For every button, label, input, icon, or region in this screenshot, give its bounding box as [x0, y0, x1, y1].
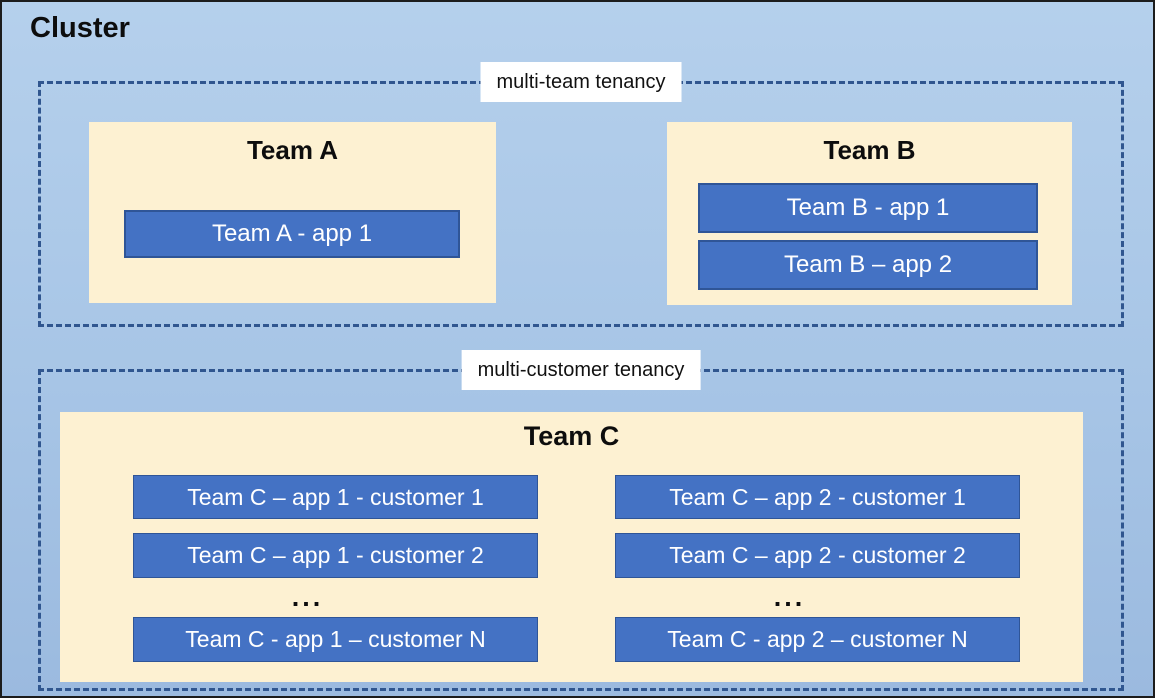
team-c-box: Team C Team C – app 1 - customer 1 Team …: [60, 412, 1083, 682]
multi-customer-tenancy-zone: multi-customer tenancy Team C Team C – a…: [38, 350, 1124, 691]
team-a-title: Team A: [246, 135, 339, 165]
team-c-app1-customer2: Team C – app 1 - customer 2: [133, 533, 538, 578]
multi-customer-tenancy-label: multi-customer tenancy: [461, 350, 701, 390]
team-a-app-1: Team A - app 1: [124, 210, 460, 258]
team-b-title: Team B: [823, 135, 916, 165]
team-b-app-1: Team B - app 1: [698, 183, 1038, 233]
team-c-app2-customer2: Team C – app 2 - customer 2: [615, 533, 1020, 578]
team-c-app2-customerN: Team C - app 2 – customer N: [615, 617, 1020, 662]
team-c-app1-ellipsis: ...: [291, 582, 324, 612]
team-c-app2-column: Team C – app 2 - customer 1 Team C – app…: [615, 475, 1020, 662]
cluster-title: Cluster: [30, 12, 130, 44]
team-c-app2-ellipsis: ...: [773, 582, 806, 612]
team-a-box: Team A Team A - app 1: [89, 122, 496, 303]
team-b-app-2: Team B – app 2: [698, 240, 1038, 290]
team-c-app1-customer1: Team C – app 1 - customer 1: [133, 475, 538, 519]
multi-team-tenancy-zone: multi-team tenancy Team A Team A - app 1…: [38, 62, 1124, 327]
team-c-title: Team C: [523, 421, 620, 451]
team-b-box: Team B Team B - app 1 Team B – app 2: [667, 122, 1072, 305]
multi-team-tenancy-label: multi-team tenancy: [480, 62, 682, 102]
team-c-app1-customerN: Team C - app 1 – customer N: [133, 617, 538, 662]
team-c-app2-customer1: Team C – app 2 - customer 1: [615, 475, 1020, 519]
team-c-app1-column: Team C – app 1 - customer 1 Team C – app…: [133, 475, 538, 662]
